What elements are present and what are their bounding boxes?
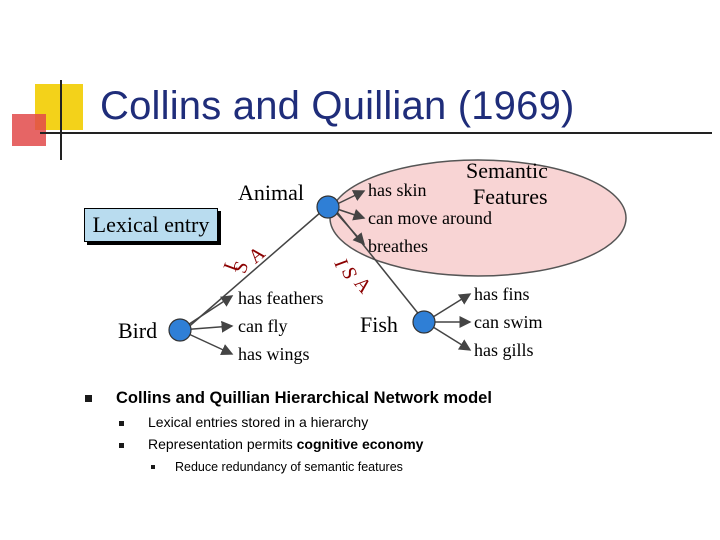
animal-feature-has-skin: has skin bbox=[368, 180, 427, 200]
bird-feature-has-feathers: has feathers bbox=[238, 288, 324, 308]
isa-link-fish bbox=[336, 211, 426, 323]
slide-title: Collins and Quillian (1969) bbox=[100, 84, 575, 128]
semantic-features-label-1: Semantic bbox=[466, 158, 548, 183]
bullet-marker-level2-2 bbox=[119, 443, 124, 448]
bird-feature-has-wings: has wings bbox=[238, 344, 310, 364]
animal-feature-can-move-around: can move around bbox=[368, 208, 492, 228]
red-square bbox=[12, 114, 46, 146]
bullet-level2-text-2-bold: cognitive economy bbox=[296, 436, 424, 452]
bullet-level2-text-1: Lexical entries stored in a hierarchy bbox=[148, 414, 369, 430]
bullet-level2-text-2: Representation permits cognitive economy bbox=[148, 436, 423, 452]
horizontal-rule bbox=[40, 132, 712, 134]
lexical-entry-box: Lexical entry bbox=[84, 208, 218, 242]
fish-feature-has-gills: has gills bbox=[474, 340, 534, 360]
animal-feature-breathes: breathes bbox=[368, 236, 428, 256]
bullet-marker-level2-1 bbox=[119, 421, 124, 426]
bullet-marker-level3 bbox=[151, 465, 155, 469]
bullet-level2-text-2-plain: Representation permits bbox=[148, 436, 297, 452]
animal-node bbox=[316, 195, 340, 219]
vertical-rule bbox=[60, 80, 62, 160]
bird-feature-can-fly: can fly bbox=[238, 316, 288, 336]
bullet-marker-level1 bbox=[85, 395, 92, 402]
bullet-level3-text: Reduce redundancy of semantic features bbox=[175, 460, 403, 474]
animal-label: Animal bbox=[238, 180, 304, 205]
fish-feature-can-swim: can swim bbox=[474, 312, 543, 332]
bird-node bbox=[168, 318, 192, 342]
fish-label: Fish bbox=[360, 312, 398, 337]
isa-link-bird bbox=[184, 211, 322, 331]
bird-label: Bird bbox=[118, 318, 158, 343]
semantic-features-label-2: Features bbox=[473, 184, 548, 209]
bullet-level1-text: Collins and Quillian Hierarchical Networ… bbox=[116, 389, 492, 407]
fish-feature-has-fins: has fins bbox=[474, 284, 530, 304]
fish-node bbox=[412, 310, 436, 334]
